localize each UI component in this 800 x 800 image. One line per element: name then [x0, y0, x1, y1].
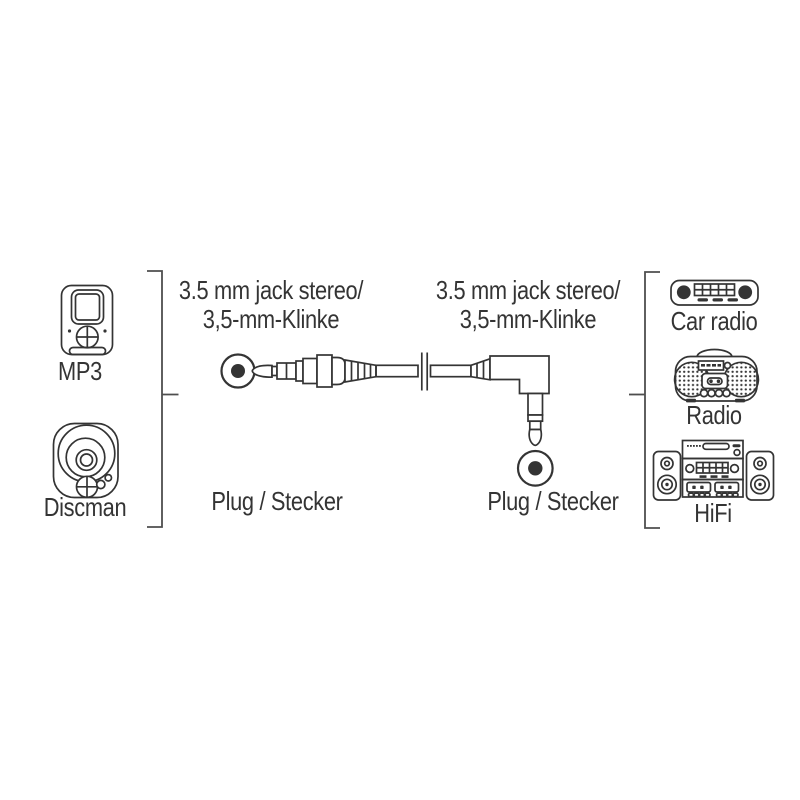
hifi-label: HiFi [694, 498, 732, 528]
braided-cable [375, 364, 472, 378]
jack-front-view-left [220, 353, 256, 389]
audio-cable-illustration [220, 352, 554, 487]
hifi-system-icon [652, 439, 775, 501]
radio-label: Radio [686, 400, 742, 430]
left-connector-type-line1: 3.5 mm jack stereo/ [178, 275, 364, 305]
right-connector-type-line2: 3,5-mm-Klinke [459, 304, 597, 334]
straight-jack-plug [251, 354, 377, 388]
right-plug-label: Plug / Stecker [487, 486, 619, 516]
boombox-icon [673, 348, 760, 403]
cable-break-mark [420, 352, 429, 391]
car-radio-icon [670, 279, 759, 306]
left-bracket [147, 270, 179, 528]
left-connector-type-line2: 3,5-mm-Klinke [202, 304, 340, 334]
left-plug-label: Plug / Stecker [211, 486, 343, 516]
right-connector-type-label: 3.5 mm jack stereo/ 3,5-mm-Klinke [394, 276, 663, 334]
mp3-label: MP3 [58, 356, 102, 386]
right-angle-jack-plug [470, 355, 550, 447]
mp3-player-icon [60, 284, 114, 356]
jack-front-view-right [516, 449, 554, 487]
discman-label: Discman [43, 492, 127, 522]
car-radio-label: Car radio [670, 306, 758, 336]
right-bracket [629, 271, 660, 529]
right-connector-type-line1: 3.5 mm jack stereo/ [435, 275, 621, 305]
left-connector-type-label: 3.5 mm jack stereo/ 3,5-mm-Klinke [137, 276, 406, 334]
discman-icon [52, 422, 119, 499]
